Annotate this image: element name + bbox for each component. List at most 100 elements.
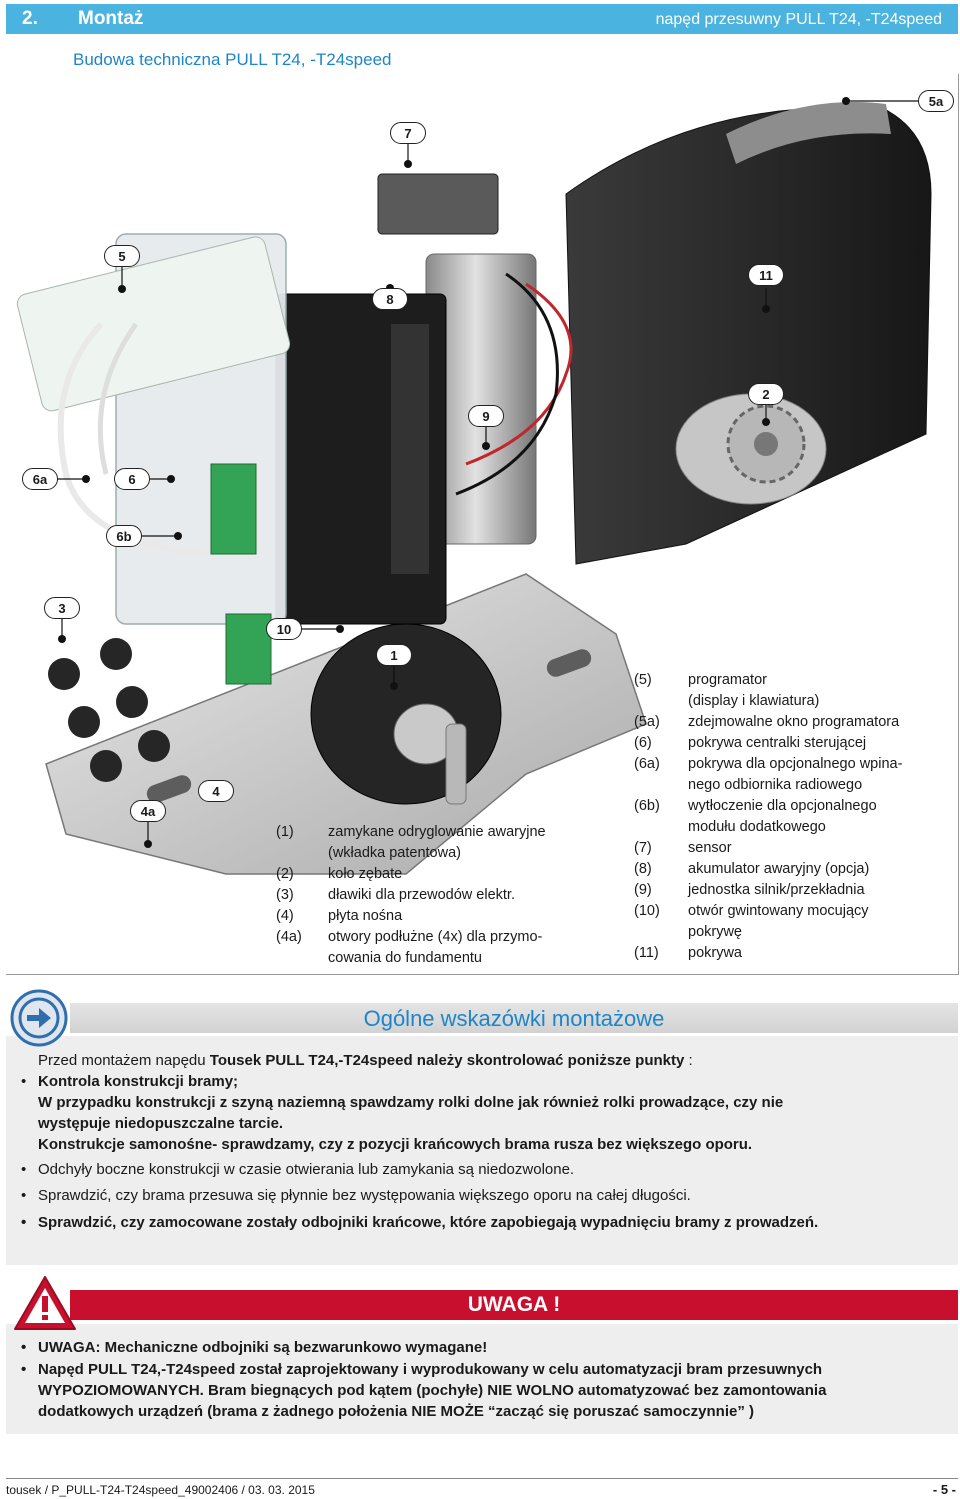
legend-text: (display i klawiatura): [688, 693, 820, 709]
legend-text: modułu dodatkowego: [688, 819, 826, 835]
leader-lines: [56, 100, 931, 844]
footer: tousek / P_PULL-T24-T24speed_49002406 / …: [6, 1478, 958, 1499]
intro-end: :: [684, 1052, 693, 1069]
legend-key: (4): [276, 908, 294, 924]
legend-key: (10): [634, 903, 660, 919]
cable-gland: [68, 706, 100, 738]
black-wire: [455, 272, 559, 496]
legend-text: (wkładka patentowa): [328, 845, 461, 861]
callout-6a: 6a: [22, 468, 58, 490]
legend-text: wytłoczenie dla opcjonalnego: [688, 798, 877, 814]
footer-doc-id: tousek / P_PULL-T24-T24speed_49002406 / …: [6, 1483, 315, 1497]
legend-text: dławiki dla przewodów elektr.: [328, 887, 515, 903]
legend-key: (11): [634, 945, 659, 961]
warning-line-1: Napęd PULL T24,-T24speed został zaprojek…: [38, 1361, 823, 1378]
bullet: •: [21, 1339, 27, 1356]
legend-key: (6a): [634, 756, 660, 772]
legend-text: płyta nośna: [328, 908, 403, 924]
drive-illustration: [16, 97, 932, 875]
section-title: Montaż: [78, 8, 144, 29]
page-number: - 5 -: [932, 1482, 956, 1497]
legend-key: (5): [634, 672, 652, 688]
slot-hole: [546, 649, 592, 677]
technical-figure: 5a 7 5 11 8 2 9 6a 6 6b 3 10 1 4a 4 (1) …: [6, 74, 959, 975]
callout-6: 6: [114, 468, 150, 490]
callout-5a: 5a: [918, 90, 954, 112]
callout-7: 7: [390, 122, 426, 144]
arrow-right-icon: [10, 989, 68, 1047]
cable-gland: [138, 730, 170, 762]
red-wire: [465, 282, 573, 466]
legend-text: pokrywa dla opcjonalnego wpina-: [688, 756, 903, 772]
white-cable: [97, 322, 139, 475]
callout-5: 5: [104, 245, 140, 267]
item-ground-rail: W przypadku konstrukcji z szyną naziemną…: [38, 1094, 784, 1111]
legend-key: (1): [276, 824, 294, 840]
legend-text: pokrywę: [688, 924, 742, 940]
callout-9: 9: [468, 405, 504, 427]
legend-left: (1) zamykane odryglowanie awaryjne (wkła…: [276, 822, 596, 972]
general-instructions-box: [6, 1036, 958, 1265]
cable-gland: [48, 658, 80, 690]
legend-key: (4a): [276, 929, 302, 945]
bullet: •: [21, 1073, 27, 1090]
item-friction: występuje niedopuszczalne tarcie.: [38, 1115, 284, 1132]
legend-key: (3): [276, 887, 294, 903]
leader-dots: [58, 97, 850, 848]
legend-text: cowania do fundamentu: [328, 950, 482, 966]
warning-bar: UWAGA !: [70, 1290, 958, 1320]
legend-key: (8): [634, 861, 652, 877]
legend-text: pokrywa: [688, 945, 742, 961]
bullet: •: [21, 1361, 27, 1378]
intro-bold: Tousek PULL T24,-T24speed należy skontro…: [209, 1052, 685, 1069]
item-selfsupport: Konstrukcje samonośne- sprawdzamy, czy z…: [38, 1136, 753, 1153]
programmer-window: [726, 102, 891, 164]
general-instructions-title: Ogólne wskazówki montażowe: [363, 1006, 665, 1031]
gear-hub: [754, 432, 778, 456]
terminal-block: [210, 463, 257, 555]
item-side-deviation: Odchyły boczne konstrukcji w czasie otwi…: [38, 1161, 575, 1178]
sensor: [377, 173, 499, 235]
slot-hole: [146, 775, 192, 803]
legend-text: jednostka silnik/przekładnia: [688, 882, 865, 898]
callout-3: 3: [44, 597, 80, 619]
callout-1: 1: [376, 644, 412, 666]
terminal-block: [225, 613, 272, 685]
legend-text: otwory podłużne (4x) dla przymo-: [328, 929, 543, 945]
warning-line-2: WYPOZIOMOWANYCH. Bram biegnących pod kąt…: [38, 1382, 827, 1399]
legend-text: koło zębate: [328, 866, 403, 882]
item-end-stops: Sprawdzić, czy zamocowane zostały odbojn…: [38, 1214, 819, 1231]
page-subtitle: Budowa techniczna PULL T24, -T24speed: [73, 50, 392, 69]
legend-text: nego odbiornika radiowego: [688, 777, 863, 793]
general-instructions-bar: Ogólne wskazówki montażowe: [70, 1003, 958, 1033]
programmer-display: [16, 236, 291, 412]
legend-text: otwór gwintowany mocujący: [688, 903, 869, 919]
product-name: napęd przesuwny PULL T24, -T24speed: [655, 11, 942, 28]
callout-4a: 4a: [130, 800, 166, 822]
callout-11: 11: [748, 264, 784, 286]
warning-triangle-icon: [14, 1276, 76, 1330]
warning-box: [6, 1324, 958, 1434]
legend-key: (7): [634, 840, 652, 856]
battery-slot: [391, 324, 429, 574]
legend-text: pokrywa centralki sterującej: [688, 735, 867, 751]
bullet: •: [21, 1161, 27, 1178]
legend-key: (6b): [634, 798, 660, 814]
bullet: •: [21, 1214, 27, 1231]
keys: [445, 723, 467, 805]
cable-gland: [100, 638, 132, 670]
legend-key: (2): [276, 866, 294, 882]
legend-text: zdejmowalne okno programatora: [688, 714, 900, 730]
legend-key: (9): [634, 882, 652, 898]
legend-key: (5a): [634, 714, 660, 730]
callout-10: 10: [266, 618, 302, 640]
legend-key: (6): [634, 735, 652, 751]
warning-line-3: dodatkowych urządzeń (brama z żadnego po…: [38, 1403, 754, 1420]
callout-6b: 6b: [106, 525, 142, 547]
cable-gland: [116, 686, 148, 718]
legend-text: zamykane odryglowanie awaryjne: [328, 824, 546, 840]
callout-8: 8: [372, 288, 408, 310]
legend-right: (5) programator (display i klawiatura) (…: [634, 670, 954, 966]
cable-gland: [90, 750, 122, 782]
bullet: •: [21, 1187, 27, 1204]
